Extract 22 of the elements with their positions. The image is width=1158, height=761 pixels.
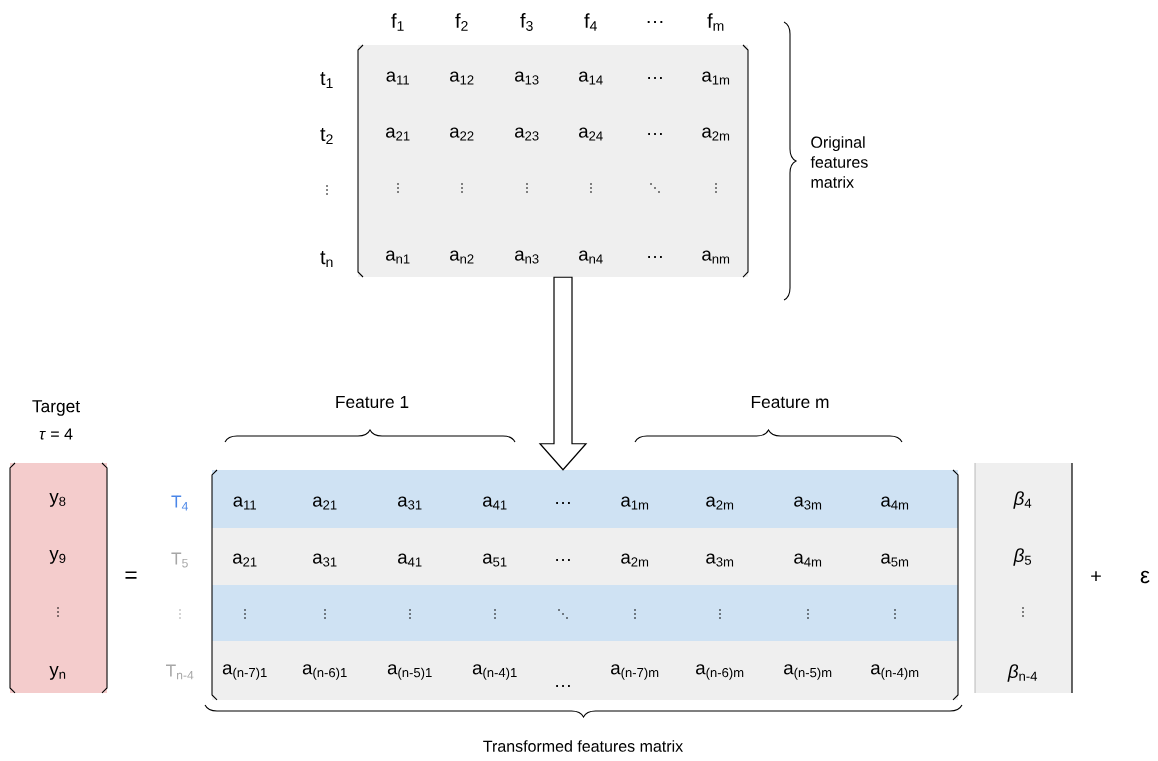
row-label: T$_{n-4}$ <box>166 664 194 680</box>
matrix: a$_{11}$ a$_{21}$ a$_{31}$ a$_{41}$ … a$_{1m}$ a$_{2m}$ a$_{3m}$ a$_{4m}$ a$_{21}$ a$_{31}$ a$_{41}$ a$_{51}$ … a$_{2m}$ a$_{3m}$ a$_{4m}$ a$_{5m}$ ⋮ ⋮ ⋮ ⋮ ⋱ ⋮ ⋮ ⋮ ⋮ a$_{(n-7)1}$ a$_{(n-6)1}$ a$_{(n-5)1}$ a$_{(n-4)1}$ … a$_{(n-7)m}$ a$_{(n-6)m}$ a$_{(n-5)m}$ a$_{(n-4)m}$ <box>211 469 959 701</box>
brace-label: Feature 1 <box>336 395 409 409</box>
brace-label: Transformed features matrix <box>483 740 683 752</box>
block-arrow <box>538 276 588 471</box>
column-header: … <box>647 20 663 24</box>
vector: β$_{4}$ β$_{5}$ ⋮ β$_{n-4}$ <box>974 462 1073 694</box>
row-label: T$_{5}$ <box>171 552 188 568</box>
plus-sign: + <box>1091 571 1101 581</box>
row-label: t$_{n}$ <box>320 251 333 267</box>
row-label: t$_{1}$ <box>320 72 333 88</box>
vector: y$_{8}$ y$_{9}$ ⋮ y$_{n}$ <box>9 462 108 694</box>
brace-label: Feature m <box>751 395 829 409</box>
row-label: T$_{4}$ <box>171 495 188 511</box>
row-label: ⋮ <box>179 609 181 619</box>
row-label: t$_{2}$ <box>320 127 333 145</box>
row-label: ⋮ <box>326 185 328 195</box>
heading: Target <box>32 400 80 416</box>
matrix: a$_{11}$ a$_{12}$ a$_{13}$ a$_{14}$ … a$_{1m}$ a$_{21}$ a$_{22}$ a$_{23}$ a$_{24}$ … a$_{2m}$ ⋮ ⋮ ⋮ ⋮ ⋱ ⋮ a$_{n1}$ a$_{n2}$ a$_{n3}$ a$_{n4}$ … a$_{nm}$ <box>357 44 749 278</box>
error-term: ε <box>1140 570 1150 584</box>
parameter-label: τ = 4 <box>39 428 73 440</box>
brace-label: Original features matrix <box>810 136 868 188</box>
